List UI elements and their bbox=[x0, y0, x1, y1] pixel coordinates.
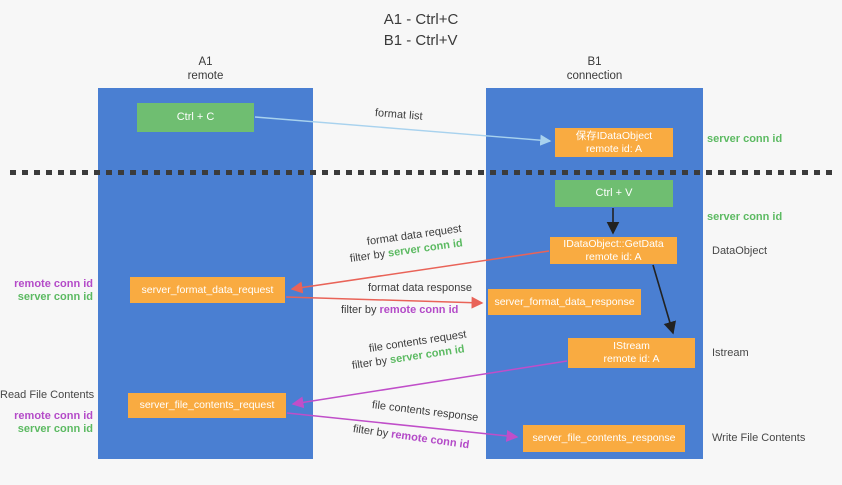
server-format-data-request-label: server_format_data_request bbox=[141, 283, 274, 296]
server-format-data-response-box: server_format_data_response bbox=[488, 289, 641, 315]
getdata-remote-id: remote id: A bbox=[585, 250, 642, 263]
server-file-contents-request-box: server_file_contents_request bbox=[128, 393, 286, 418]
lifeline-a1-name: A1 bbox=[198, 56, 213, 68]
remote-conn-id-label-1: remote conn id bbox=[14, 278, 93, 290]
session-divider-dotted-line bbox=[10, 170, 835, 175]
server-conn-id-label-top: server conn id bbox=[707, 133, 783, 145]
save-idataobject-remote-id: remote id: A bbox=[585, 142, 643, 155]
lifeline-header-a1: A1 remote bbox=[98, 55, 313, 83]
read-file-contents-label: Read File Contents bbox=[0, 389, 95, 401]
ctrl-c-box: Ctrl + C bbox=[137, 103, 254, 132]
left-conn-id-block: remote conn id server conn id bbox=[0, 278, 93, 304]
istream-title: IStream bbox=[613, 340, 650, 352]
format-data-request-arrow bbox=[290, 250, 550, 294]
server-conn-id-label-1: server conn id bbox=[17, 291, 93, 303]
lifeline-a1-role: remote bbox=[187, 70, 224, 82]
getdata-title: IDataObject::GetData bbox=[563, 237, 664, 250]
read-file-contents-block: Read File Contents remote conn id server… bbox=[0, 389, 95, 436]
server-file-contents-response-label: server_file_contents_response bbox=[532, 432, 676, 444]
lifeline-b1-name: B1 bbox=[587, 56, 602, 68]
format-list-arrow bbox=[254, 116, 552, 146]
format-data-response-arrow bbox=[285, 296, 484, 309]
file-contents-response-arrow bbox=[286, 412, 519, 442]
lifeline-header-b1: B1 connection bbox=[486, 55, 703, 83]
title-line-b1: B1 - Ctrl+V bbox=[383, 32, 458, 49]
diagram-title: A1 - Ctrl+C B1 - Ctrl+V bbox=[0, 9, 842, 51]
lifeline-b1-role: connection bbox=[566, 70, 623, 82]
save-idataobject-title: 保存IDataObject bbox=[575, 129, 653, 142]
format-data-response-filter-label: filter by remote conn id bbox=[341, 304, 458, 316]
dataobject-label: DataObject bbox=[712, 245, 768, 257]
ctrl-c-label: Ctrl + C bbox=[176, 111, 215, 123]
file-contents-request-arrow bbox=[291, 360, 568, 409]
istream-remote-id: remote id: A bbox=[603, 353, 660, 365]
server-format-data-request-box: server_format_data_request bbox=[130, 277, 285, 303]
server-file-contents-request-label: server_file_contents_request bbox=[139, 399, 275, 411]
filter-by-text-2: filter by bbox=[341, 304, 380, 316]
ctrl-v-label: Ctrl + V bbox=[595, 187, 633, 199]
server-file-contents-response-box: server_file_contents_response bbox=[523, 425, 685, 452]
write-file-contents-label: Write File Contents bbox=[712, 432, 806, 444]
server-format-data-response-label: server_format_data_response bbox=[494, 295, 635, 308]
idataobject-getdata-box: IDataObject::GetData remote id: A bbox=[550, 237, 677, 264]
format-data-response-label: format data response bbox=[368, 282, 472, 294]
title-lines: A1 - Ctrl+C B1 - Ctrl+V bbox=[384, 9, 459, 51]
getdata-to-istream-arrow bbox=[652, 264, 676, 335]
istream-side-label: Istream bbox=[712, 347, 749, 359]
ctrl-v-box: Ctrl + V bbox=[555, 180, 673, 207]
server-conn-id-label-mid: server conn id bbox=[707, 211, 783, 223]
remote-conn-id-label-2: remote conn id bbox=[14, 410, 93, 422]
server-conn-id-label-2: server conn id bbox=[17, 423, 93, 435]
save-idataobject-box: 保存IDataObject remote id: A bbox=[555, 128, 673, 157]
title-line-a1: A1 - Ctrl+C bbox=[383, 11, 459, 28]
istream-box: IStream remote id: A bbox=[568, 338, 695, 368]
remote-conn-id-inline-1: remote conn id bbox=[379, 304, 459, 316]
